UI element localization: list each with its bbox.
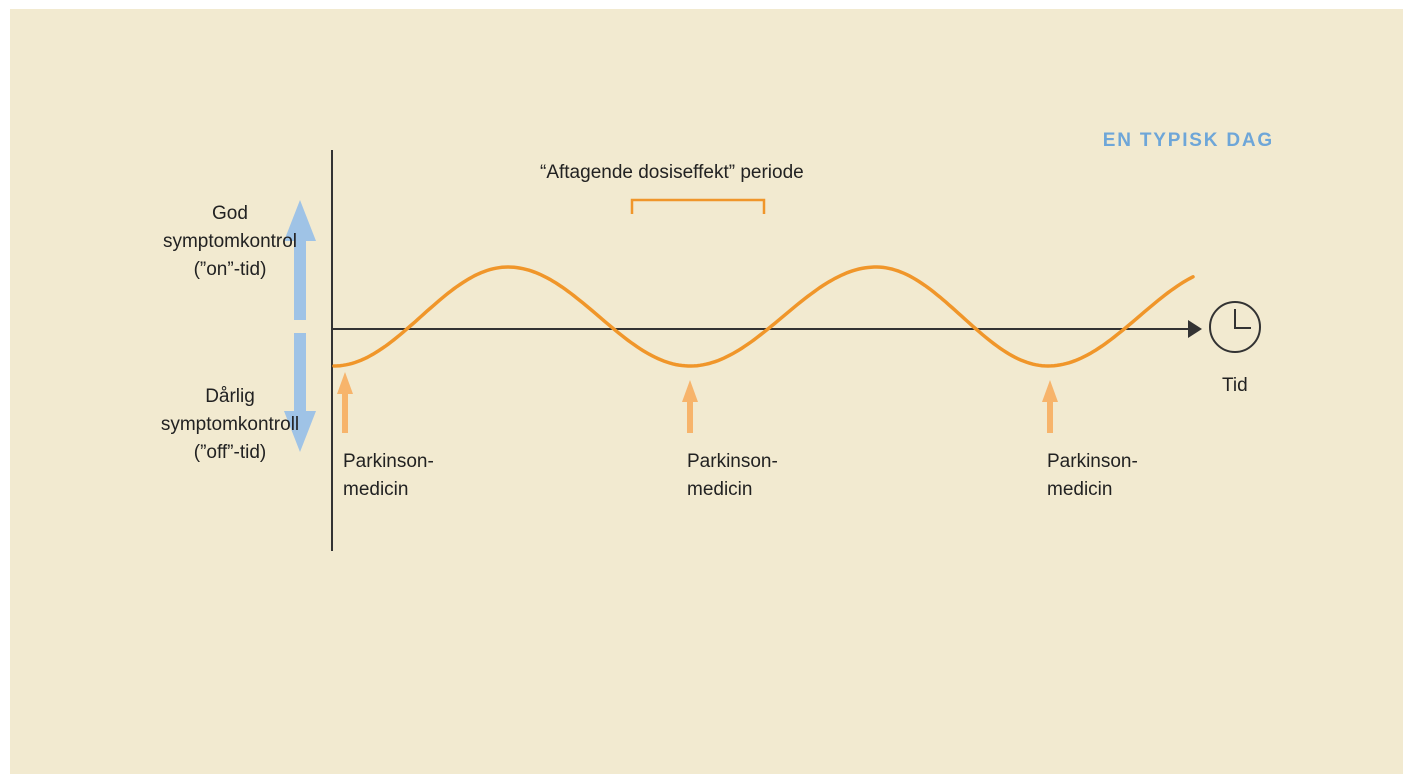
- dose-label-1: Parkinson- medicin: [343, 451, 434, 500]
- dose-arrow-1: [337, 372, 353, 433]
- arrow-down-icon: [284, 333, 316, 452]
- clock-icon: [1209, 301, 1261, 353]
- good-control-label: God symptomkontrol (”on”-tid): [162, 203, 298, 280]
- dose-arrow-2: [682, 380, 698, 433]
- poor-control-label: Dårlig symptomkontroll (”off”-tid): [160, 386, 300, 463]
- time-axis-arrowhead: [1188, 320, 1202, 338]
- diagram-heading: EN TYPISK DAG: [1102, 130, 1274, 151]
- diagram-panel: [10, 9, 1403, 774]
- wearing-off-bracket: [630, 198, 766, 214]
- dose-arrow-3: [1042, 380, 1058, 433]
- dose-label-3: Parkinson- medicin: [1047, 451, 1138, 500]
- dose-label-2: Parkinson- medicin: [687, 451, 778, 500]
- symptom-control-curve: [332, 265, 1195, 368]
- time-label: Tid: [1222, 375, 1248, 396]
- wearing-off-label: “Aftagende dosiseffekt” periode: [540, 162, 804, 183]
- arrow-up-icon: [284, 200, 316, 320]
